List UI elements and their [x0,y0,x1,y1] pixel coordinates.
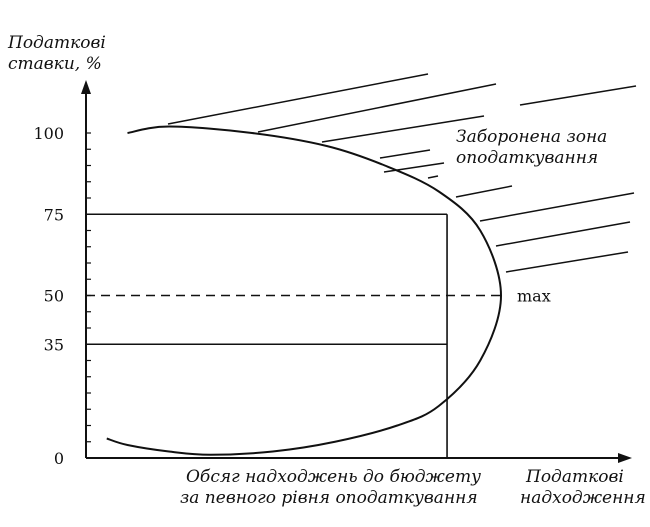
x-axis-label: Податкові надходження [520,467,646,508]
y-tick-label: 75 [44,205,64,224]
forbidden-zone-label: Заборонена зона оподаткування [456,127,608,168]
hatch-line [427,175,439,179]
max-annotation: max [517,287,551,306]
x-axis-arrow [618,453,632,463]
hatch-line [321,115,485,143]
y-axis-arrow [81,80,91,94]
hatch-line [257,83,497,133]
hatch-line [479,192,635,222]
hatch-line [455,185,513,198]
hatch-line [167,73,429,125]
hatch-line [519,85,637,106]
hatch-line [505,251,629,273]
y-tick-label: 0 [54,449,64,468]
hatch-line [495,221,631,247]
y-ticks: 0 35 50 75 100 [33,124,91,468]
y-tick-label: 100 [33,124,64,143]
forbidden-zone-hatching [167,73,637,273]
series-line-laffer-curve [106,125,503,456]
axes [81,80,632,463]
hatch-line [379,149,431,159]
budget-volume-label: Обсяг надходжень до бюджету за певного р… [180,467,481,508]
y-axis-label: Податкові ставки, % [8,33,106,74]
y-tick-label: 35 [44,335,64,354]
reference-lines [86,213,501,458]
hatch-line [383,162,445,173]
y-tick-label: 50 [44,287,64,306]
